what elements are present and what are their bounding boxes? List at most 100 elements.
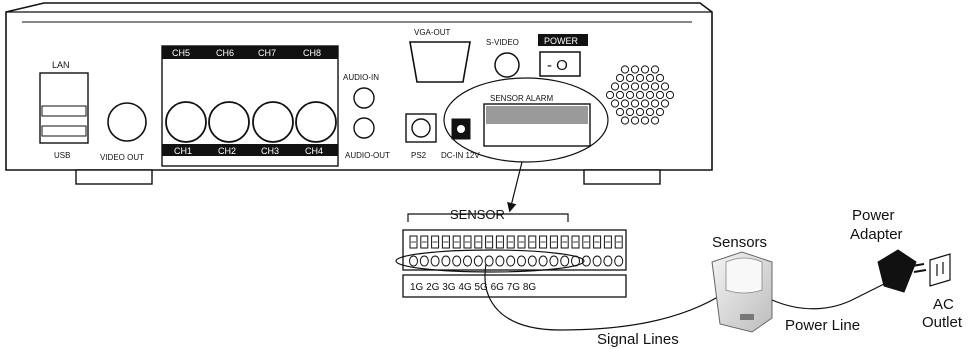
terminal-label-strip: [402, 274, 627, 298]
sensor-title: SENSOR: [450, 207, 505, 222]
ac-outlet-device: AC Outlet: [922, 253, 963, 331]
ps2-connector: PS2: [405, 113, 437, 160]
fan-vent-hole: [610, 82, 620, 91]
ac-outlet-label-line1: AC: [933, 296, 954, 313]
audio-out-jack: [353, 117, 375, 139]
signal-lines-label: Signal Lines: [597, 331, 679, 348]
terminal-wire-hole: [473, 255, 483, 267]
sensor-alarm-block: SENSOR ALARM: [443, 77, 609, 163]
power-adapter-body: [877, 249, 917, 293]
fan-vent-hole: [640, 65, 650, 74]
terminal-wire-hole: [538, 255, 548, 267]
fan-vent-hole: [640, 116, 650, 125]
terminal-pin-labels: 1G 2G 3G 4G 5G 6G 7G 8G: [410, 282, 536, 293]
terminal-wire-hole: [549, 255, 559, 267]
lan-label: LAN: [52, 60, 70, 70]
ps2-label: PS2: [411, 151, 427, 160]
ch7-label: CH7: [258, 48, 276, 58]
terminal-wire-hole: [506, 255, 516, 267]
ps2-port: [411, 118, 431, 138]
audio-in-label: AUDIO-IN: [343, 73, 379, 82]
fan-vent-hole: [645, 107, 655, 117]
power-adapter-device: Power Adapter: [850, 207, 927, 293]
power-adapter-label-line1: Power: [852, 207, 895, 224]
usb-port-top: [41, 105, 87, 117]
audio-connectors: AUDIO-IN AUDIO-OUT: [343, 73, 390, 160]
fan-vent-hole: [640, 99, 650, 108]
ch2-bnc-connector: [208, 101, 250, 143]
ch2-label: CH2: [218, 146, 236, 156]
terminal-wire-hole: [614, 255, 624, 267]
adapter-prong-1: [911, 263, 925, 267]
fan-vent-hole: [660, 99, 670, 108]
channel-bottom-label-bar: [162, 144, 338, 156]
power-label-bar: [538, 34, 588, 46]
video-out-jack: [107, 102, 147, 142]
fan-vent-hole: [625, 107, 635, 117]
sensor-lens: [725, 257, 763, 294]
vga-connector: VGA-OUT: [409, 28, 471, 83]
sensor-alarm-highlight-ellipse: [443, 77, 609, 163]
fan-vent-hole: [645, 90, 655, 100]
fan-vent-hole: [605, 90, 615, 100]
adapter-prong-2: [913, 269, 927, 273]
fan-vent-hole: [615, 90, 625, 100]
pir-sensor-device: Sensors: [711, 234, 773, 333]
channel-top-label-bar: [162, 46, 338, 59]
fan-vent-hole: [665, 90, 675, 100]
ch4-label: CH4: [305, 146, 323, 156]
power-switch-block: POWER - O: [538, 34, 588, 77]
video-out-connector: VIDEO OUT: [100, 102, 147, 162]
terminal-wire-hole: [409, 255, 418, 267]
fan-vent-hole: [630, 99, 640, 108]
fan-vent-hole: [630, 65, 640, 74]
fan-vent-hole: [640, 82, 650, 91]
sensor-bracket: [407, 213, 569, 222]
video-out-label: VIDEO OUT: [100, 153, 144, 162]
s-video-connector: S-VIDEO: [486, 38, 520, 78]
terminal-wire-hole: [441, 255, 451, 267]
power-line-label: Power Line: [785, 317, 860, 334]
fan-vent-hole: [630, 116, 640, 125]
panel-outline: [5, 2, 713, 171]
terminal-wire-hole: [603, 255, 613, 267]
ch6-label: CH6: [216, 48, 234, 58]
fan-vent-hole: [615, 107, 625, 117]
vga-port: [409, 41, 471, 83]
terminal-screw-row: [409, 235, 623, 249]
fan-vent-hole: [655, 107, 665, 117]
power-switch: [539, 51, 581, 77]
terminal-wire-hole: [495, 255, 505, 267]
fan-vent-hole: [620, 116, 630, 125]
terminal-wire-hole: [517, 255, 526, 267]
fan-vent-hole: [620, 82, 630, 91]
fan-vent-hole: [655, 90, 665, 100]
ch5-label: CH5: [172, 48, 190, 58]
terminal-wire-hole: [581, 255, 591, 267]
fan-vent-hole: [635, 73, 645, 83]
terminal-wire-hole: [592, 255, 602, 267]
power-line-wire: [771, 281, 889, 310]
sensor-terminal-block: SENSOR 1G 2G 3G 4G 5G 6G 7G 8G: [395, 207, 627, 298]
sensor-alarm-terminal-strip: [486, 106, 588, 124]
signal-line-wire: [484, 263, 727, 331]
lan-usb-port-block: LAN USB: [39, 60, 89, 160]
power-label: POWER: [544, 36, 579, 46]
fan-vent-hole: [620, 65, 630, 74]
ch4-bnc-connector: [295, 101, 337, 143]
fan-vent-hole: [625, 73, 635, 83]
vga-out-label: VGA-OUT: [414, 28, 451, 37]
audio-in-jack: [353, 87, 375, 109]
terminal-wire-hole: [560, 255, 570, 267]
ch3-label: CH3: [261, 146, 279, 156]
fan-vent-hole: [630, 82, 640, 91]
dc-in-connector: DC-IN 12V: [441, 118, 480, 160]
usb-label: USB: [54, 151, 70, 160]
terminal-wire-hole: [484, 255, 494, 267]
fan-vent-hole: [650, 65, 660, 74]
power-adapter-label-line2: Adapter: [850, 226, 903, 243]
power-switch-symbol: - O: [547, 57, 568, 74]
fan-vent-hole: [635, 107, 645, 117]
terminal-wire-hole: [527, 255, 537, 267]
